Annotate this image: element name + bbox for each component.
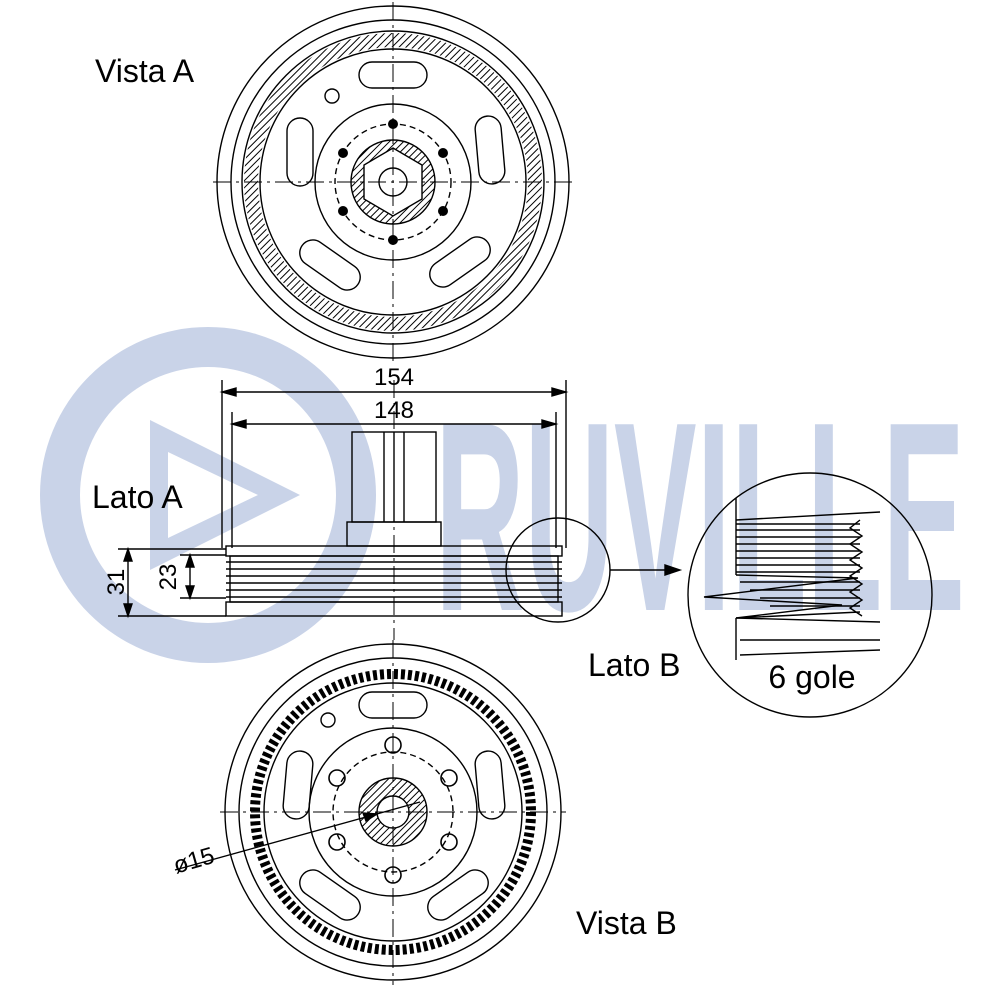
side-a-label: Lato A xyxy=(92,479,183,515)
view-b-drawing xyxy=(174,640,566,985)
view-a-label: Vista A xyxy=(95,53,195,89)
grooves-label: 6 gole xyxy=(768,659,855,695)
groove-detail xyxy=(687,472,933,718)
bore-diameter-label: ø15 xyxy=(170,842,217,879)
view-a-drawing xyxy=(213,2,573,362)
dimension-23: 23 xyxy=(155,564,182,591)
brand-watermark: RUVILLE xyxy=(435,367,965,668)
ruville-logo-icon xyxy=(40,327,376,663)
side-a-drawing xyxy=(118,380,683,640)
ruville-watermark: RUVILLE xyxy=(40,327,965,668)
dimension-31: 31 xyxy=(103,569,130,596)
dimension-154: 154 xyxy=(374,364,414,391)
side-b-label: Lato B xyxy=(588,647,681,683)
view-b-label: Vista B xyxy=(576,905,677,941)
dimension-148: 148 xyxy=(374,397,414,424)
